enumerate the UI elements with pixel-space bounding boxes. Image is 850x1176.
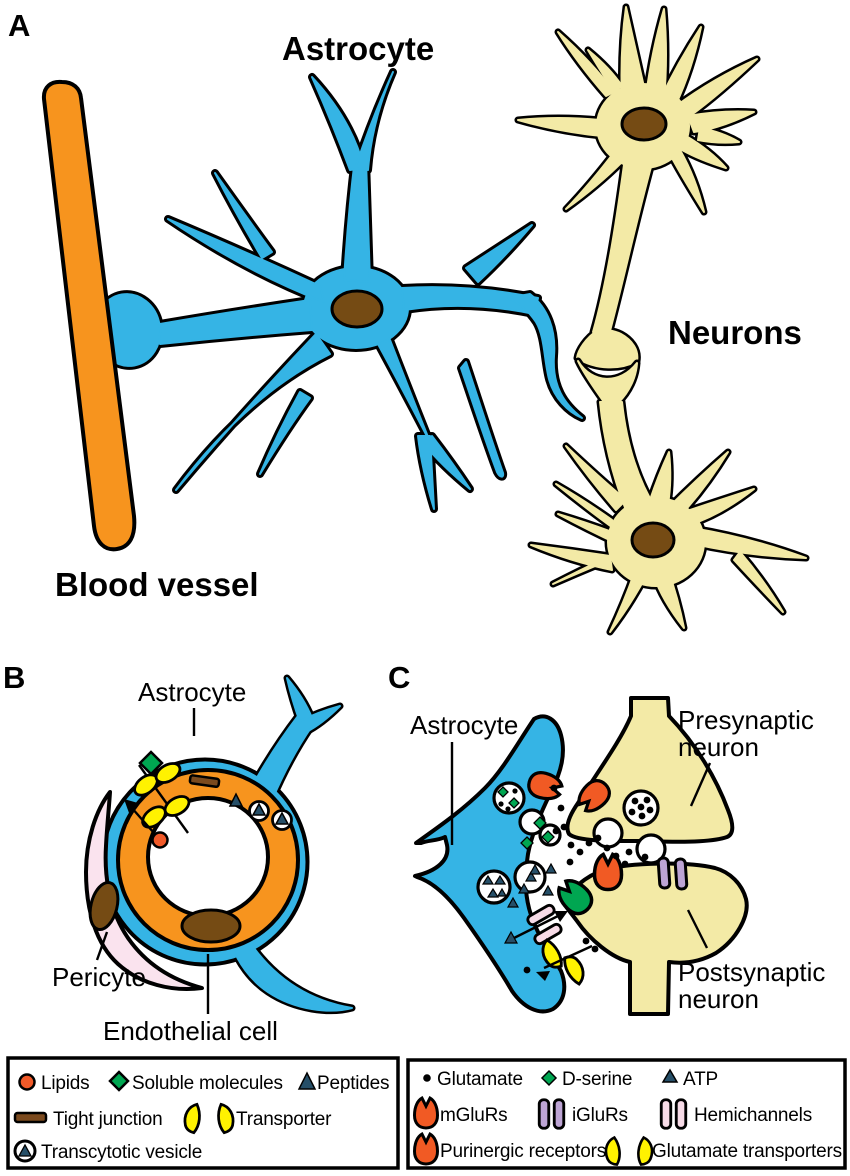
presynaptic-pointer [689,762,712,807]
panel-b-letter: B [3,660,25,695]
blood-vessel [41,79,137,552]
lipids-label: Lipids [41,1073,89,1094]
d-serine-label: D-serine [562,1069,632,1090]
iglurs-icon [537,1098,551,1130]
peptide-triangle [228,792,244,807]
dserine-vesicle-content [497,786,520,812]
hemichannel-arrow-line [513,913,561,940]
astrocyte-label-c: Astrocyte [410,710,518,740]
panel-c-letter: C [388,660,410,695]
legend-right-box: Glutamate D-serine ATP mGluRs iGluRs Hem… [406,1058,847,1170]
upper-neuron-nucleus [620,106,668,142]
pericyte-cell [84,790,204,991]
transcytotic-vesicle-label: Transcytotic vesicle [41,1142,202,1163]
purinergic-receptor-postsynaptic [592,852,624,892]
legend-right-border [406,1058,847,1170]
atp-label: ATP [683,1069,718,1090]
glutamate-label: Glutamate [437,1069,523,1090]
astrocyte-atp-vesicle [476,869,512,905]
legend-left-border [6,1056,400,1170]
peptide-triangle [274,811,290,825]
iglur-channel [673,857,689,891]
endothelial-label: Endothelial cell [103,1016,278,1046]
peptides-icon [297,1071,317,1090]
tight-junction-icon [13,1111,48,1124]
purinergic-receptors-label: Purinergic receptors [440,1141,606,1162]
astrocyte-cell [70,71,583,510]
glutamate-transporters-label: Glutamate transporters [652,1141,842,1162]
peptide-triangle [251,802,267,816]
soluble-molecule-diamond [138,750,164,776]
panel-b: B Astrocyte Pericyte Endothelial cell [3,660,356,1046]
iglurs-icon [552,1098,566,1130]
lipid-arrow-line [130,806,155,834]
transcytotic-vesicles [228,792,293,831]
glutamate-icon [423,1074,431,1082]
postsynaptic-label-line2: neuron [678,984,759,1014]
tight-junction-label: Tight junction [53,1109,163,1130]
postsynaptic-pointer [686,909,709,949]
fusing-vesicle [592,817,624,849]
lipid-arrow-head [124,799,138,813]
upper-neuron [517,6,758,369]
soluble-molecules-icon [108,1070,130,1092]
atp-triangle [503,930,519,944]
pericyte-pointer [95,931,109,961]
peptides-label: Peptides [317,1073,389,1094]
astrocyte-process-c [413,714,567,1014]
dserine-diamonds [520,816,555,850]
lower-neuron-nucleus [630,521,676,559]
iglur-channel [656,856,672,890]
panel-a: A Astrocyte Neurons Blood vessel [8,3,810,636]
lipids-icon [18,1073,36,1091]
tight-junction-symbol [188,774,221,788]
hemichannels-label: Hemichannels [694,1105,812,1126]
atp-vesicle-content [481,874,508,898]
lipid-circle [151,831,169,849]
postsynaptic-label-line1: Postsynaptic [678,957,825,987]
blood-vessel-label: Blood vessel [55,566,259,603]
hemichannels-icon [674,1098,688,1130]
transporter-petal [163,795,191,817]
iglurs-label: iGluRs [572,1105,628,1126]
transporter-arrow-head [536,971,550,981]
soluble-molecules-label: Soluble molecules [132,1073,283,1094]
astrocyte-label-a: Astrocyte [282,30,434,67]
panel-c: C Astrocyte Presynaptic neuron Postsynap… [388,660,825,1016]
mglurs-label: mGluRs [440,1105,507,1126]
vesicle-glutamate-dots [628,796,654,820]
d-serine-icon [540,1069,558,1087]
pericyte-label: Pericyte [52,962,146,992]
hemichannel-arrow-head [554,911,568,922]
transporter-arrow-line [543,944,593,970]
cell-nuclei [330,106,676,559]
presynaptic-label-line2: neuron [678,732,759,762]
vessel-transporter-assembly [124,750,191,849]
transcytotic-triangle [17,1143,33,1157]
transporter-petal [154,762,182,784]
astrocyte-nucleus [330,289,384,329]
astrocyte-label-b: Astrocyte [138,677,246,707]
legend-left-box: Lipids Soluble molecules Peptides Tight … [6,1056,400,1170]
atp-icon [661,1068,679,1083]
postsynaptic-neuron [562,861,749,1016]
neurons-label: Neurons [668,314,802,351]
presynaptic-label-line1: Presynaptic [678,705,814,735]
hemichannels-icon [659,1098,673,1130]
atp-triangles [506,862,558,908]
transporter-label: Transporter [236,1109,332,1130]
atp-triangle [524,870,538,882]
pericyte-nucleus [88,881,120,931]
endothelial-nucleus [180,908,242,944]
glutamate-dots [523,784,649,974]
lower-neuron [530,360,807,633]
panel-a-letter: A [8,8,30,43]
